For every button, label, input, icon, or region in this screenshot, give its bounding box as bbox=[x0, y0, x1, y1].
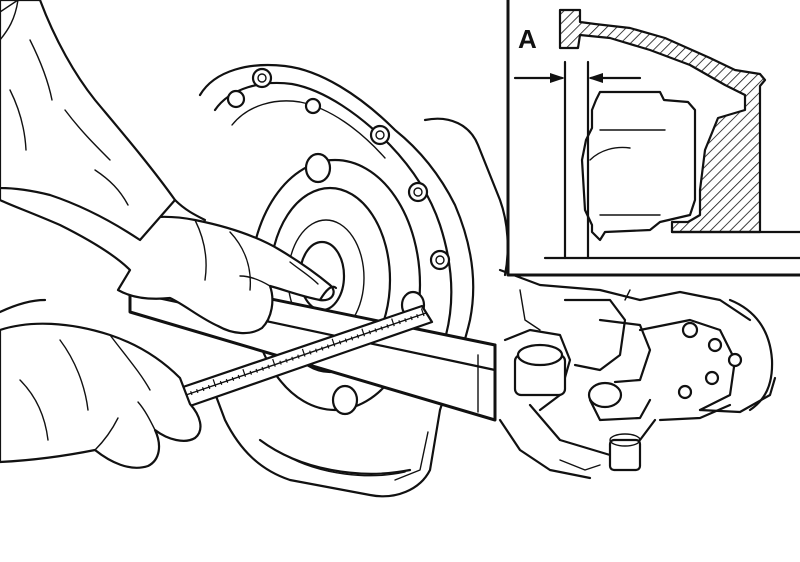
scale-tick bbox=[225, 378, 229, 384]
scale-tick bbox=[309, 350, 312, 355]
scale-tick bbox=[285, 358, 288, 363]
housing-section bbox=[558, 8, 767, 234]
scale-tick bbox=[301, 348, 306, 357]
scale-tick bbox=[331, 338, 336, 347]
scale-tick bbox=[374, 328, 377, 333]
scale-tick bbox=[237, 374, 241, 379]
scale-tick bbox=[320, 346, 324, 351]
scale-tick bbox=[356, 334, 360, 339]
scale-tick bbox=[344, 338, 348, 343]
scale-tick bbox=[201, 386, 205, 392]
scale-tick bbox=[404, 318, 407, 323]
left-hand bbox=[0, 298, 202, 469]
scale-tick bbox=[219, 380, 223, 386]
scale-tick bbox=[242, 368, 247, 377]
scale-tick bbox=[196, 388, 199, 394]
scale-tick bbox=[297, 354, 300, 359]
scale-tick bbox=[338, 340, 342, 345]
scale-tick bbox=[212, 379, 217, 388]
scale-tick bbox=[291, 356, 294, 361]
scale-tick bbox=[420, 308, 425, 317]
dimension-label-a: A bbox=[518, 24, 537, 54]
scale-tick bbox=[368, 330, 372, 335]
scale-tick bbox=[190, 390, 193, 396]
scale-tick bbox=[361, 328, 366, 337]
transmission-body bbox=[423, 117, 777, 480]
scale-tick bbox=[267, 364, 270, 369]
scale-tick bbox=[261, 366, 264, 371]
scale-tick bbox=[391, 318, 395, 327]
scale-tick bbox=[231, 376, 235, 381]
scale-tick bbox=[398, 320, 401, 325]
scale-tick bbox=[249, 370, 253, 375]
converter-face bbox=[580, 90, 697, 242]
scale-tick bbox=[350, 336, 354, 341]
scale-tick bbox=[279, 360, 282, 365]
scale-tick bbox=[255, 368, 258, 373]
scale-tick bbox=[410, 316, 413, 321]
scale-tick bbox=[416, 314, 419, 319]
right-hand bbox=[0, 0, 338, 335]
scale-tick bbox=[326, 344, 330, 349]
scale-tick bbox=[272, 358, 276, 367]
scale-tick bbox=[380, 326, 383, 331]
scale-tick bbox=[386, 324, 389, 329]
scale-tick bbox=[207, 384, 211, 390]
inset-detail: A bbox=[506, 0, 800, 277]
scale-tick bbox=[315, 348, 318, 353]
